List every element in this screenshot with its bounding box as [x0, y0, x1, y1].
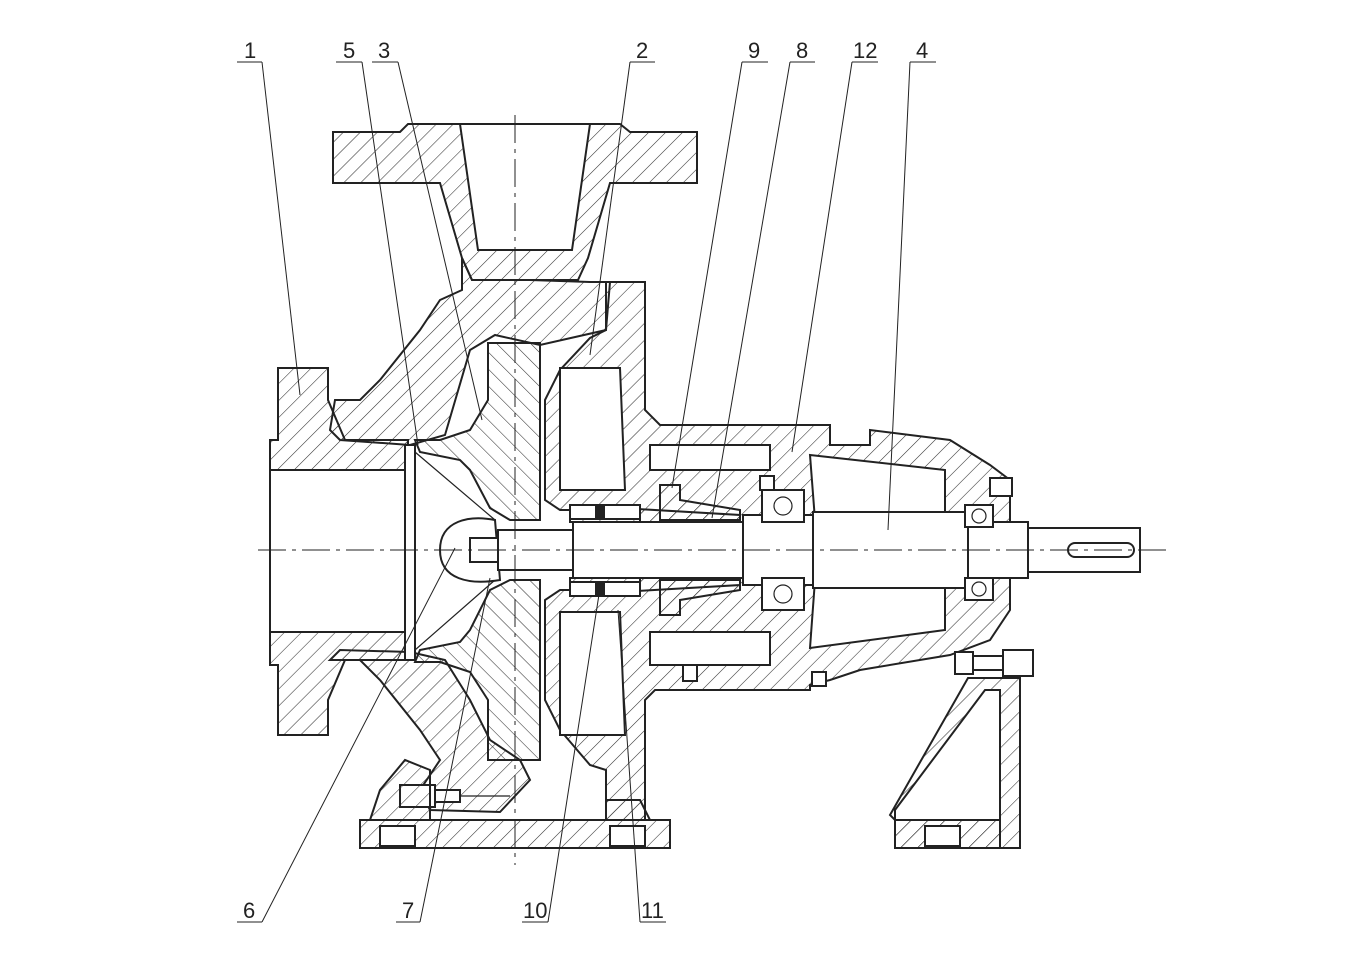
callout-8: 8 [796, 38, 808, 63]
centerlines [258, 115, 1170, 865]
bearing-outer [964, 504, 994, 601]
callout-11: 11 [641, 898, 664, 923]
callout-12: 12 [853, 38, 877, 63]
impeller [404, 342, 541, 761]
callout-4: 4 [916, 38, 928, 63]
bracket-support-foot [888, 677, 1021, 849]
bolts [399, 475, 1034, 808]
bearing-inner [761, 489, 805, 611]
leader-lines [237, 61, 936, 923]
shaft-sleeve-packing [569, 484, 741, 616]
callout-7: 7 [402, 898, 414, 923]
callout-9: 9 [748, 38, 760, 63]
callout-3: 3 [378, 38, 390, 63]
callout-labels: 1 5 3 2 9 8 12 4 6 7 10 11 [243, 38, 928, 923]
callout-2: 2 [636, 38, 648, 63]
callout-10: 10 [523, 898, 547, 923]
callout-6: 6 [243, 898, 255, 923]
callout-1: 1 [244, 38, 256, 63]
discharge-flange [332, 123, 698, 281]
callout-5: 5 [343, 38, 355, 63]
